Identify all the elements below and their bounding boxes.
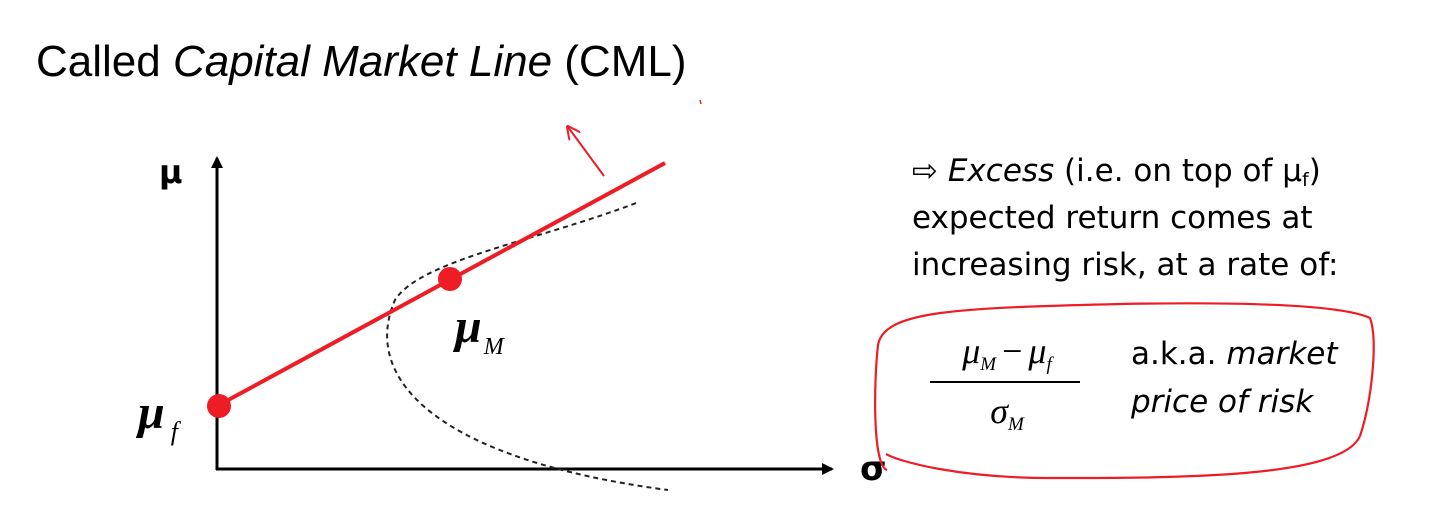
market-price-of-risk-formula: μM−μf σM [928,330,1086,440]
pen-mark [699,99,702,105]
title-emphasis: Capital Market Line [172,37,553,86]
title-prefix: Called [36,37,173,86]
aka-line-2: price of risk [1131,384,1314,420]
note-lead-sub: f [1301,169,1309,191]
note-lead-close: ) [1308,153,1321,189]
market-portfolio-label: μM [452,300,506,360]
aka-text: a.k.a. market price of risk [1131,330,1338,426]
y-axis-label: μ [159,153,183,191]
note-line-2: expected return comes at [912,200,1313,236]
risk-free-point [207,394,231,418]
aka-line-1: a.k.a. market [1131,336,1338,372]
note-line-1: ⇨ Excess (i.e. on top of μf) [912,148,1412,195]
explanation-text: ⇨ Excess (i.e. on top of μf) expected re… [912,148,1412,289]
efficient-frontier-curve [386,202,669,491]
hand-drawn-highlight [874,302,1375,480]
market-portfolio-point [438,267,462,291]
title-suffix: (CML) [552,37,687,86]
cml-annotation-arrow [568,127,605,177]
note-lead-italic: Excess [947,153,1055,189]
formula-denominator: σM [990,391,1024,435]
slide-title: Called Capital Market Line (CML) [36,37,687,86]
note-line-3: increasing risk, at a rate of: [912,247,1339,283]
formula-numerator: μM−μf [962,331,1052,375]
x-axis-label: σ [860,449,886,489]
note-lead-rest: (i.e. on top of μ [1054,153,1302,189]
implies-arrow-icon: ⇨ [912,153,938,189]
fraction-bar [930,381,1080,383]
